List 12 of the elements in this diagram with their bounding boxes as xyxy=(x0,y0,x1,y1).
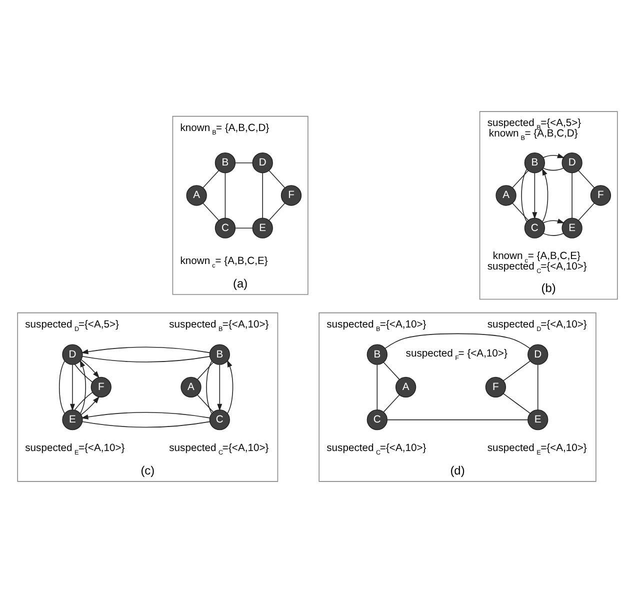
node-label: suspected$_{D}$={<A,10>} xyxy=(487,318,587,332)
node-label: suspected$_{B}$={<A,10>} xyxy=(169,318,269,332)
node-label: suspected$_{E}$={<A,10>} xyxy=(487,442,587,456)
node-label: known$_{B}$= {A,B,C,D} xyxy=(488,128,578,142)
node-label: known$_{c}$= {A,B,C,E} xyxy=(180,255,268,269)
node-label: known$_{B}$= {A,B,C,D} xyxy=(180,122,270,136)
node-label: suspected$_{D}$={<A,5>} xyxy=(25,318,119,332)
node-label: suspected$_{E}$={<A,10>} xyxy=(25,442,125,456)
node-label: suspected$_{C}$={<A,10>} xyxy=(326,442,426,456)
node-label: suspected$_{C}$={<A,10>} xyxy=(169,442,269,456)
node-label: suspected$_{B}$={<A,10>} xyxy=(326,318,426,332)
node-label: suspected$_{F}$= {<A,10>} xyxy=(406,348,508,362)
